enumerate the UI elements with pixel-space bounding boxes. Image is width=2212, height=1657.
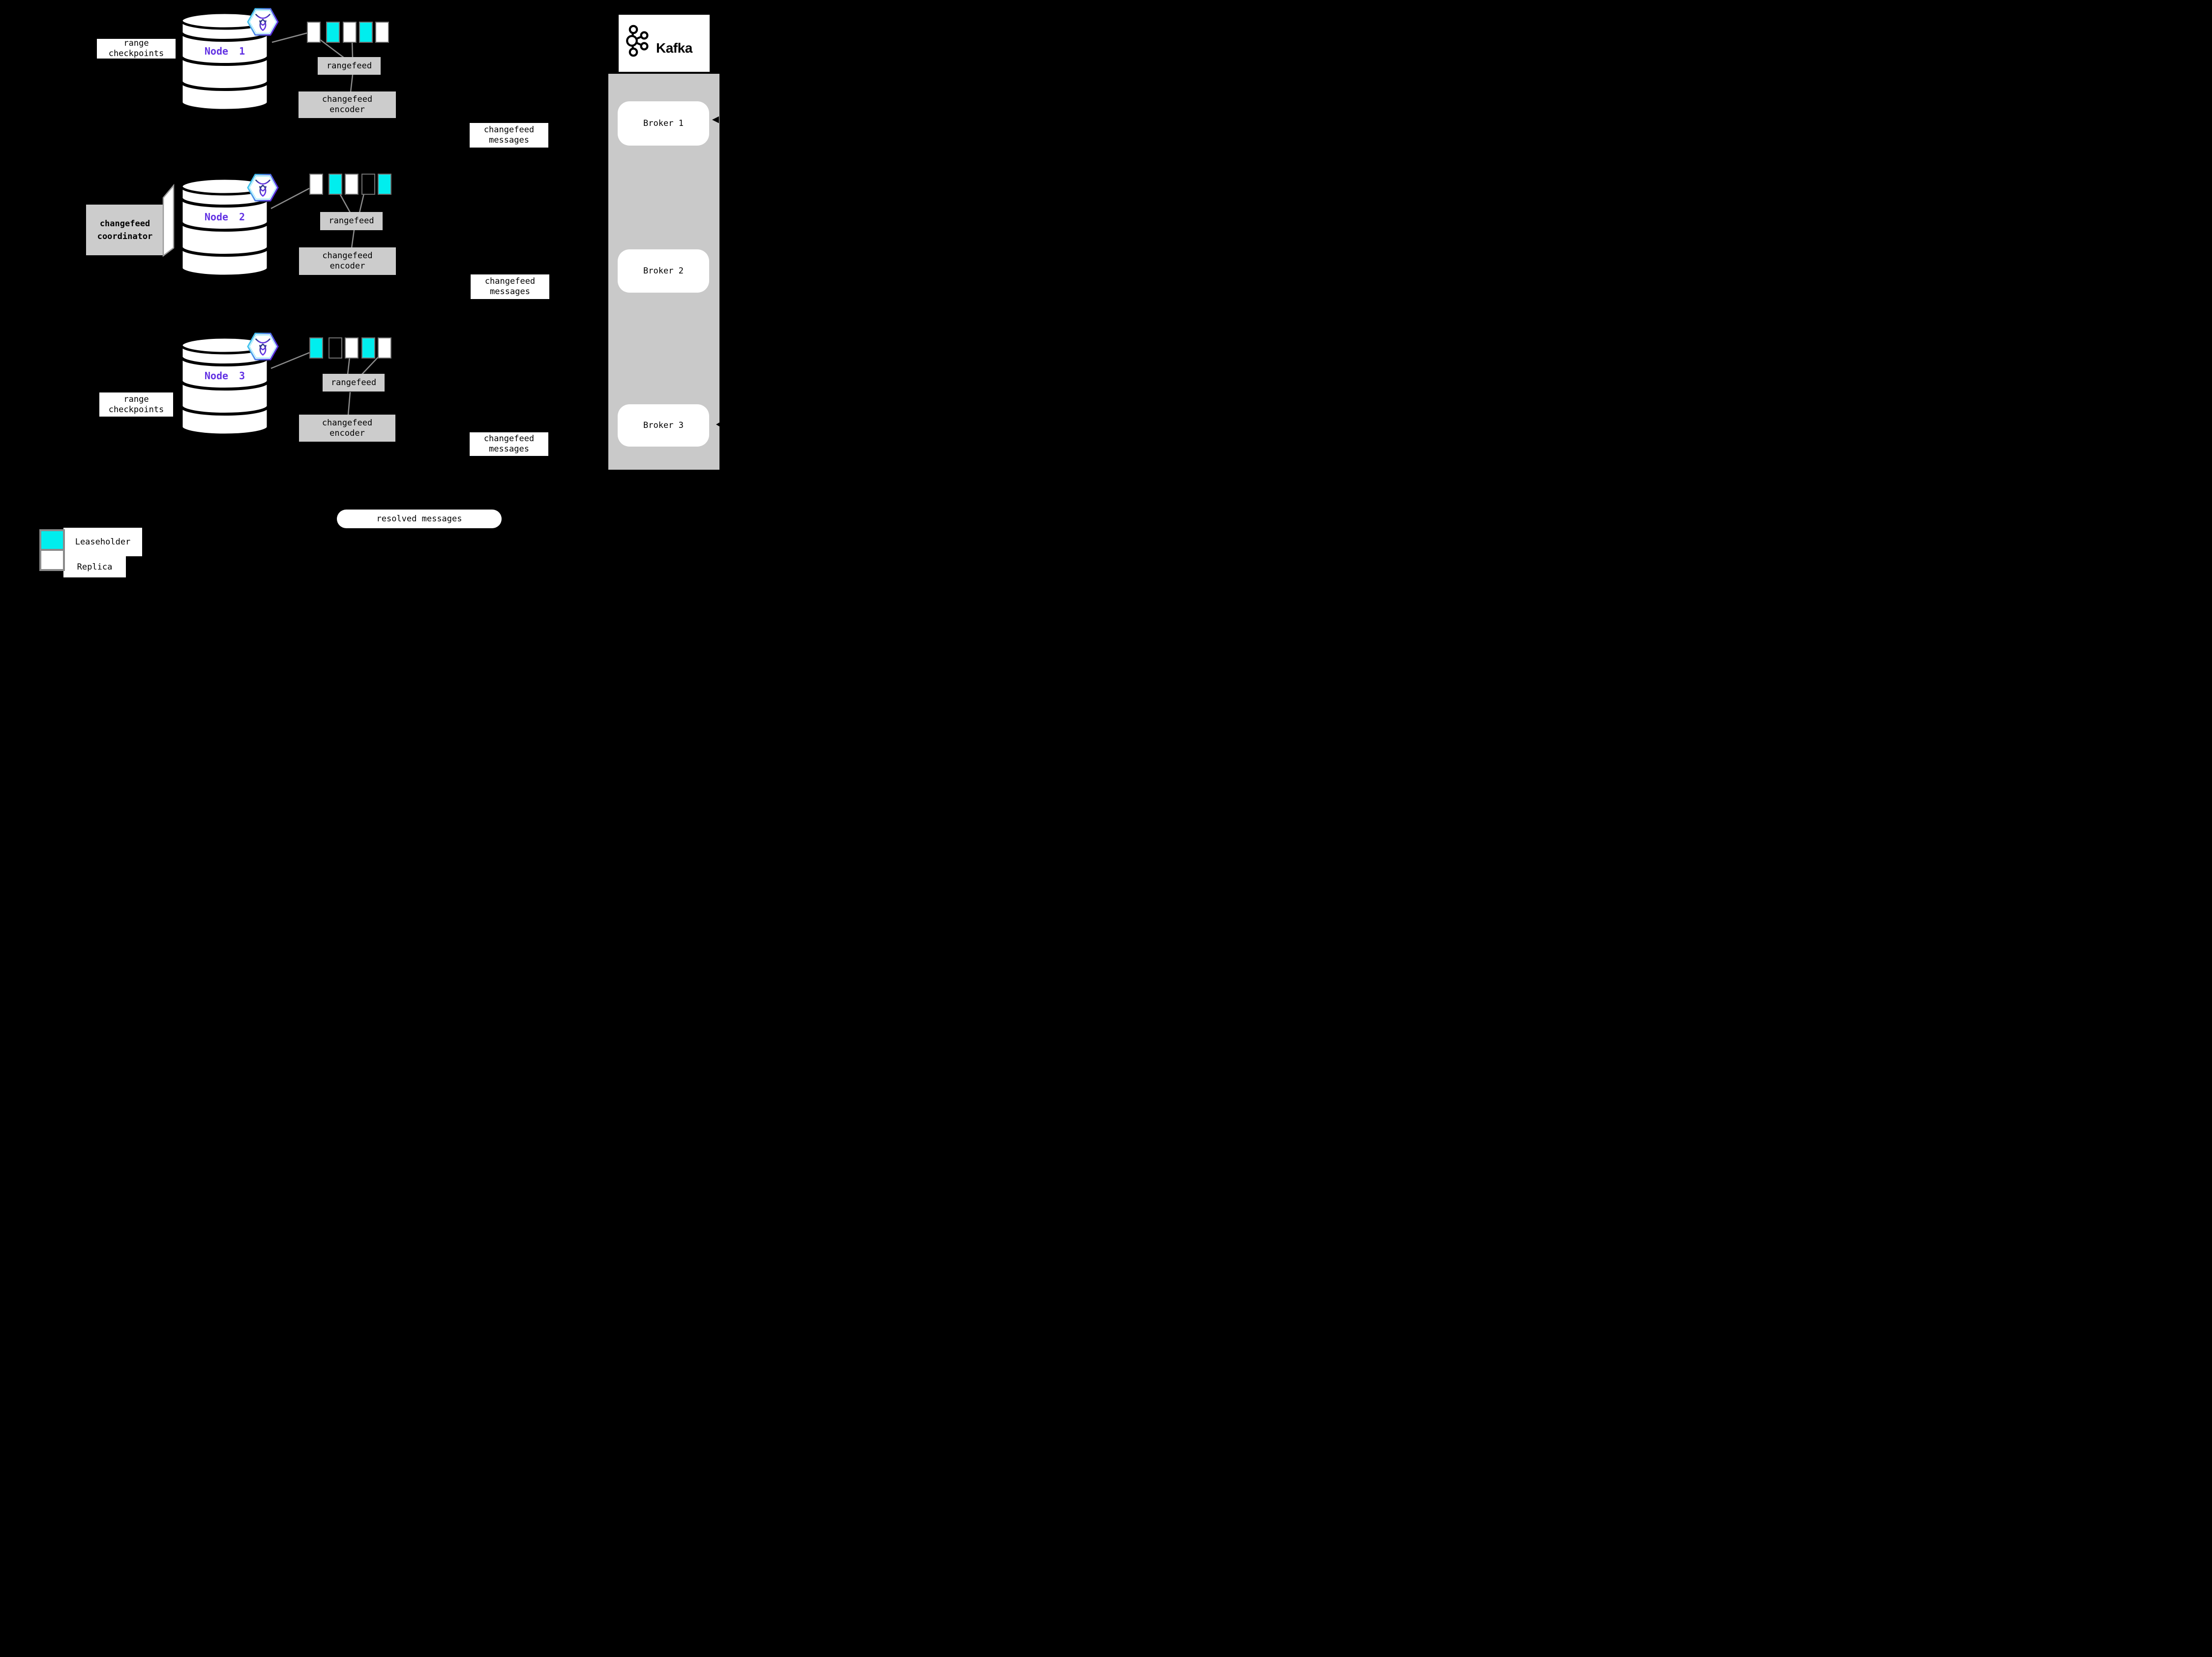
range-square — [329, 337, 342, 359]
connector-lines — [270, 32, 379, 416]
broker-1-box: Broker 1 — [618, 101, 709, 146]
rangefeed-box: rangefeed — [320, 212, 383, 230]
range-square — [309, 174, 323, 195]
range-square — [329, 174, 342, 195]
legend-label-leaseholder: Leaseholder — [63, 528, 142, 556]
range-square — [326, 22, 340, 43]
range-square — [307, 22, 321, 43]
broker-2-box: Broker 2 — [618, 249, 709, 293]
node-3-cylinder — [180, 336, 269, 436]
arrow-into-broker-1 — [712, 116, 719, 123]
kafka-wordmark: Kafka — [656, 40, 692, 56]
range-square — [378, 174, 391, 195]
range-square — [309, 337, 323, 359]
range-square — [361, 337, 375, 359]
cockroachdb-icon — [247, 332, 279, 361]
node-3-label: Node 3 — [204, 370, 245, 382]
rangefeed-box: rangefeed — [323, 374, 385, 392]
cockroachdb-icon — [247, 8, 279, 36]
node-1-cylinder — [180, 11, 269, 112]
range-square — [343, 22, 357, 43]
node-2-cylinder — [180, 177, 269, 277]
range-square — [361, 174, 375, 195]
range-square — [375, 22, 389, 43]
arrow-tip-broker-3 — [716, 422, 719, 426]
node-1-label: Node 1 — [204, 45, 245, 57]
range-square — [359, 22, 373, 43]
range-square — [345, 337, 359, 359]
rangefeed-box: rangefeed — [318, 57, 381, 75]
kafka-logo-icon — [626, 25, 649, 57]
legend-swatch-replica — [39, 549, 65, 571]
cockroachdb-icon — [247, 174, 279, 202]
range-square — [378, 337, 391, 359]
broker-3-box: Broker 3 — [618, 404, 709, 447]
coordinator-pointer — [162, 183, 175, 257]
resolved-messages-pill: resolved messages — [337, 510, 502, 528]
legend-label-replica: Replica — [63, 556, 126, 577]
node-2-label: Node 2 — [204, 211, 245, 223]
range-square — [345, 174, 359, 195]
